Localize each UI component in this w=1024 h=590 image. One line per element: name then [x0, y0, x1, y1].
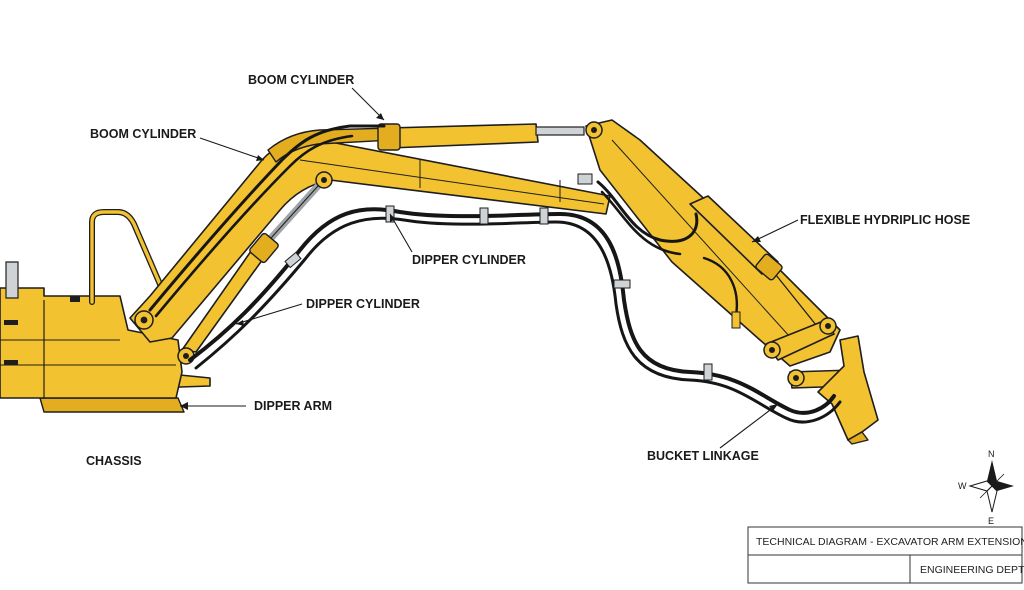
- leader-lines: [180, 87, 799, 449]
- label-dipper-arm: DIPPER ARM: [254, 399, 332, 413]
- boom: [129, 127, 611, 343]
- chassis-base: [39, 397, 185, 413]
- flexible-hydraulic-hose: [148, 124, 842, 424]
- compass-rose: N W E: [958, 449, 1014, 526]
- label-dipper-cylinder-center: DIPPER CYLINDER: [412, 253, 526, 267]
- title-block-title: TECHNICAL DIAGRAM - EXCAVATOR ARM EXTENS…: [756, 536, 1024, 548]
- boom-cylinder-top: [377, 123, 585, 151]
- label-dipper-cylinder-lower: DIPPER CYLINDER: [306, 297, 420, 311]
- compass-e: E: [988, 516, 994, 526]
- boom-cylinder-barrel: [387, 123, 539, 149]
- label-flexible-hose: FLEXIBLE HYDRIPLIC HOSE: [800, 213, 970, 227]
- boom-body: [129, 137, 611, 343]
- label-chassis: CHASSIS: [86, 454, 142, 468]
- title-block: TECHNICAL DIAGRAM - EXCAVATOR ARM EXTENS…: [747, 526, 1024, 584]
- chassis: [0, 209, 211, 413]
- compass-w: W: [958, 481, 967, 491]
- bucket: [817, 335, 879, 445]
- title-block-department: ENGINEERING DEPT.: [920, 564, 1024, 576]
- label-boom-cylinder-left: BOOM CYLINDER: [90, 127, 196, 141]
- boom-cylinder-rod: [535, 126, 585, 136]
- dipper-arm: [585, 119, 841, 367]
- exhaust-stack: [5, 261, 19, 299]
- dipper-cylinder-stick: [689, 195, 821, 331]
- label-boom-cylinder-top: BOOM CYLINDER: [248, 73, 354, 87]
- label-bucket-linkage: BUCKET LINKAGE: [647, 449, 759, 463]
- compass-n: N: [988, 449, 995, 459]
